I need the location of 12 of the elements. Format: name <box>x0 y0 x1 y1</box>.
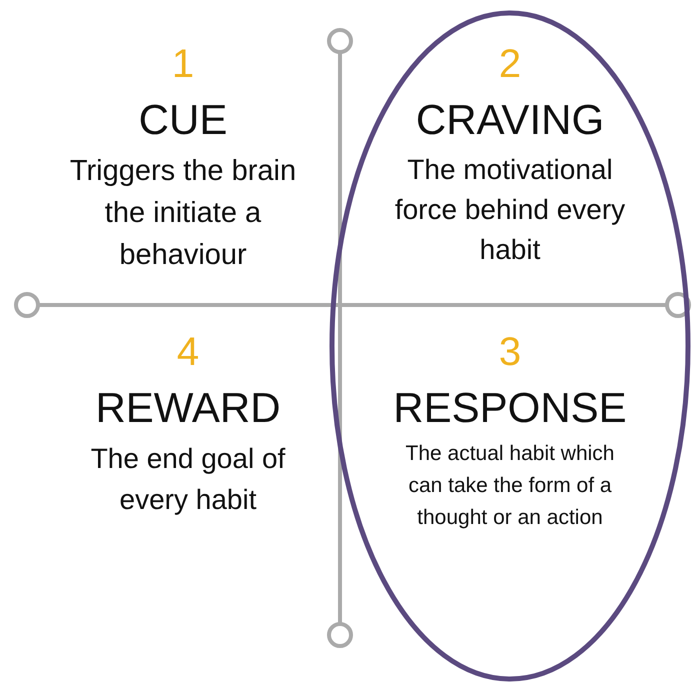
quadrant-number: 3 <box>498 329 522 376</box>
quadrant-title: CUE <box>138 95 228 145</box>
quadrant-title: CRAVING <box>416 95 604 145</box>
quadrant-description: The motivational force behind every habit <box>394 153 626 267</box>
quadrant-description: Triggers the brain the initiate a behaviour <box>68 154 298 273</box>
quadrant-description: The end goal of every habit <box>90 442 286 517</box>
quadrant-title: REWARD <box>95 383 281 433</box>
quadrant-description: The actual habit which can take the form of a thought or an action <box>404 441 616 531</box>
quadrant-number: 1 <box>172 41 194 88</box>
quadrant-number: 4 <box>176 329 200 376</box>
quadrant-number: 2 <box>498 41 522 88</box>
quadrant-title: RESPONSE <box>393 383 627 433</box>
